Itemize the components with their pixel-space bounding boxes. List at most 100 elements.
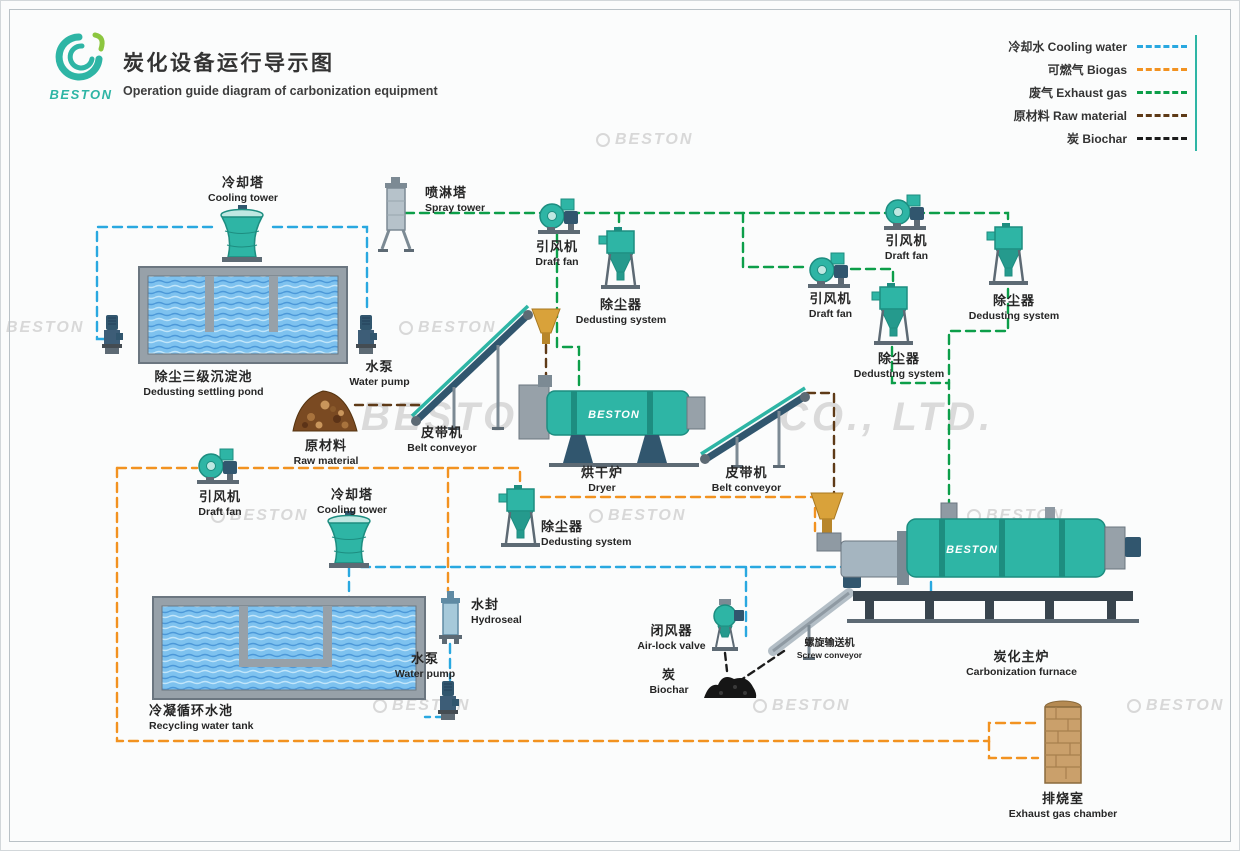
- label-en: Raw material: [293, 454, 359, 467]
- label-en: Exhaust gas chamber: [1008, 807, 1118, 820]
- watermark-text: BESTON: [230, 507, 309, 524]
- cooling-tower-2: [327, 510, 371, 569]
- label-water-pump-2: 水泵 Water pump: [387, 651, 463, 682]
- label-en: Cooling tower: [208, 191, 278, 204]
- biogas-line-4: [237, 466, 522, 489]
- watermark-logo-icon: [589, 509, 603, 523]
- biochar-line-1: [736, 649, 786, 684]
- label-en: Draft fan: [808, 307, 853, 320]
- label-en: Water pump: [394, 667, 456, 680]
- dedusting-system-3: [870, 281, 915, 347]
- watermark-text: BESTON: [772, 697, 851, 714]
- pond-pump: [101, 314, 124, 355]
- watermark-text: BESTON: [608, 507, 687, 524]
- legend: 冷却水 Cooling water 可燃气 Biogas 废气 Exhaust …: [1008, 39, 1187, 154]
- label-en: Recycling water tank: [149, 719, 254, 732]
- watermark-logo-icon: [399, 321, 413, 335]
- pipe-lines: [95, 211, 1040, 760]
- label-screw-conveyor: 螺旋输送机 Screw conveyor: [787, 637, 872, 661]
- label-en: Draft fan: [535, 255, 579, 268]
- label-zh: 除尘器: [992, 293, 1035, 308]
- hydroseal: [439, 591, 462, 644]
- watermark-logo-icon: [211, 509, 225, 523]
- legend-rule: [1195, 35, 1197, 151]
- exhaust-gas-line-4: [849, 267, 895, 287]
- label-draft-fan-3: 引风机 Draft fan: [783, 291, 878, 322]
- legend-item-exhaust-gas: 废气 Exhaust gas: [1008, 85, 1187, 100]
- label-en: Dryer: [588, 481, 616, 494]
- label-dryer: 烘干炉 Dryer: [567, 465, 637, 496]
- label-exhaust-gas-chamber: 排烧室 Exhaust gas chamber: [993, 791, 1133, 822]
- label-zh: 冷凝循环水池: [149, 703, 234, 718]
- legend-label: 原材料 Raw material: [1013, 108, 1127, 123]
- label-zh: 除尘器: [541, 519, 584, 534]
- label-zh: 螺旋输送机: [804, 638, 855, 649]
- label-en: Hydroseal: [471, 613, 522, 626]
- label-zh: 炭: [661, 667, 676, 682]
- label-cooling-tower-1: 冷却塔 Cooling tower: [193, 175, 293, 206]
- watermark-text: BESTON: [615, 131, 694, 148]
- spray-tower: [378, 177, 414, 252]
- legend-swatch-cooling-water: [1137, 44, 1187, 48]
- feed-hopper-furnace: [810, 492, 844, 520]
- label-en: Dedusting system: [541, 535, 632, 548]
- label-zh: 冷却塔: [221, 175, 264, 190]
- watermark: BESTON: [589, 507, 686, 525]
- label-zh: 冷却塔: [330, 487, 373, 502]
- label-en: Cooling tower: [317, 503, 387, 516]
- label-zh: 除尘器: [877, 351, 920, 366]
- label-belt-conveyor-2: 皮带机 Belt conveyor: [699, 465, 794, 496]
- label-zh: 水封: [471, 597, 500, 612]
- label-en: Draft fan: [198, 505, 242, 518]
- label-water-pump-1: 水泵 Water pump: [337, 359, 422, 390]
- draft-fan-2: [883, 194, 927, 231]
- exhaust-gas-line-3: [741, 211, 809, 269]
- label-en: Water pump: [349, 375, 410, 388]
- label-dedusting-3: 除尘器 Dedusting system: [844, 351, 954, 382]
- label-zh: 引风机: [809, 291, 852, 306]
- legend-item-cooling-water: 冷却水 Cooling water: [1008, 39, 1187, 54]
- air-lock-valve: [712, 599, 744, 651]
- page-title: 炭化设备运行导示图 Operation guide diagram of car…: [123, 47, 438, 98]
- draft-fan-1: [537, 198, 581, 235]
- watermark-text: BESTON: [6, 319, 85, 336]
- exhaust-gas-line-5: [890, 345, 951, 385]
- legend-label: 可燃气 Biogas: [1047, 62, 1127, 77]
- label-en: Air-lock valve: [637, 639, 706, 652]
- label-zh: 炭化主炉: [993, 649, 1050, 664]
- legend-item-biogas: 可燃气 Biogas: [1008, 62, 1187, 77]
- recycling-water-tank: [152, 596, 426, 700]
- dedusting-system-4: [497, 483, 542, 549]
- belt-conveyor-1: [410, 304, 561, 430]
- legend-item-raw-material: 原材料 Raw material: [1008, 108, 1187, 123]
- biochar-line-2: [723, 651, 729, 673]
- label-draft-fan-1: 引风机 Draft fan: [512, 239, 602, 270]
- screw-conveyor: [768, 575, 861, 660]
- label-en: Dedusting system: [968, 309, 1060, 322]
- legend-label: 炭 Biochar: [1066, 131, 1127, 146]
- label-en: Draft fan: [884, 249, 929, 262]
- label-en: Biochar: [649, 683, 689, 696]
- label-zh: 引风机: [198, 489, 241, 504]
- exhaust-gas-line-1: [403, 211, 1010, 229]
- label-zh: 除尘器: [599, 297, 642, 312]
- label-spray-tower: 喷淋塔 Spray tower: [425, 185, 515, 216]
- legend-swatch-raw-material: [1137, 113, 1187, 117]
- watermark-logo-icon: [753, 699, 767, 713]
- legend-swatch-exhaust-gas: [1137, 90, 1187, 94]
- label-zh: 闭风器: [650, 623, 693, 638]
- label-en: Dedusting system: [853, 367, 945, 380]
- watermark: BESTON: [1, 319, 85, 337]
- label-en: Belt conveyor: [407, 441, 477, 454]
- label-airlock-valve: 闭风器 Air-lock valve: [629, 623, 714, 654]
- carbonization-furnace: BESTON: [810, 492, 1141, 623]
- diagram-title-zh: 炭化设备运行导示图: [123, 52, 335, 75]
- exhaust-gas-line-6: [947, 287, 1010, 515]
- water-pump-2: [437, 680, 460, 721]
- label-zh: 排烧室: [1041, 791, 1084, 806]
- label-hydroseal: 水封 Hydroseal: [471, 597, 551, 628]
- label-zh: 除尘三级沉淀池: [154, 369, 253, 384]
- label-zh: 喷淋塔: [425, 185, 468, 200]
- label-raw-material: 原材料 Raw material: [281, 438, 371, 469]
